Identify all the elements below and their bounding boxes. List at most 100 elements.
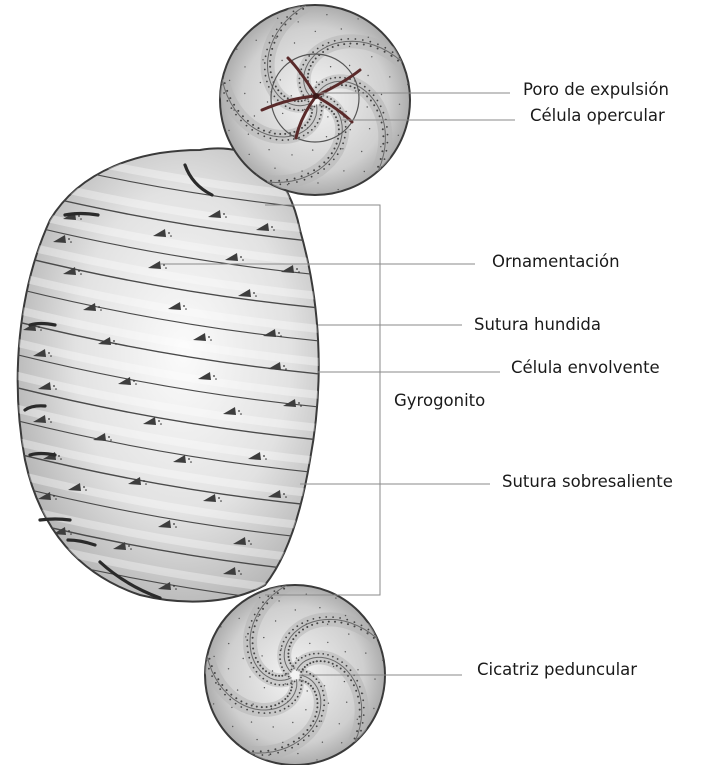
tubercle-dot <box>85 489 87 491</box>
tubercle-dot <box>175 526 177 528</box>
spiral-dot <box>334 101 336 103</box>
spiral-dot <box>219 688 221 690</box>
spiral-dot <box>270 71 272 73</box>
spiral-dot <box>358 702 360 704</box>
tubercle-dot <box>225 216 227 218</box>
spiral-dot <box>283 95 285 97</box>
label-cicatriz-peduncular: Cicatriz peduncular <box>477 662 637 679</box>
tubercle-dot <box>273 229 275 231</box>
spiral-dot <box>382 143 384 145</box>
tubercle-dot <box>98 306 100 308</box>
spiral-dot <box>321 106 323 108</box>
tubercle-dot <box>285 368 287 370</box>
spiral-dot <box>286 16 288 18</box>
spiral-dot <box>369 41 371 43</box>
spiral-dot <box>266 49 268 51</box>
spiral-dot <box>322 690 324 692</box>
spiral-dot <box>289 692 291 694</box>
spiral-dot <box>344 121 346 123</box>
spiral-dot <box>306 729 308 731</box>
spiral-dot <box>381 150 383 152</box>
spiral-dot <box>281 22 283 24</box>
stipple-dot <box>322 742 323 743</box>
spiral-dot <box>317 702 319 704</box>
spiral-dot <box>310 725 312 727</box>
spiral-dot <box>256 706 258 708</box>
spiral-dot <box>287 139 289 141</box>
spiral-dot <box>306 671 308 673</box>
spiral-dot <box>310 108 312 110</box>
spiral-dot <box>301 100 303 102</box>
spiral-dot <box>328 108 330 110</box>
spiral-dot <box>274 683 276 685</box>
tubercle-dot <box>298 271 300 273</box>
stipple-dot <box>327 624 328 625</box>
spiral-dot <box>208 668 210 670</box>
spiral-dot <box>249 627 251 629</box>
stipple-dot <box>228 668 229 669</box>
spiral-dot <box>301 622 303 624</box>
stipple-dot <box>330 66 331 67</box>
spiral-dot <box>327 654 329 656</box>
spiral-dot <box>291 747 293 749</box>
label-ornamentacion: Ornamentación <box>492 254 620 271</box>
spiral-dot <box>362 722 364 724</box>
spiral-dot <box>258 127 260 129</box>
stipple-dot <box>349 46 350 47</box>
stipple-dot <box>273 726 274 727</box>
tubercle-dot <box>48 418 50 420</box>
spiral-dot <box>337 44 339 46</box>
spiral-dot <box>235 697 237 699</box>
spiral-dot <box>273 42 275 44</box>
tubercle-dot <box>143 480 145 482</box>
label-sutura-sobresaliente: Sutura sobresaliente <box>502 474 673 491</box>
stipple-dot <box>268 755 269 756</box>
spiral-dot <box>377 100 379 102</box>
edge-stroke <box>40 519 70 520</box>
spiral-dot <box>272 35 274 37</box>
stipple-dot <box>398 135 399 136</box>
spiral-dot <box>281 675 283 677</box>
spiral-dot <box>281 666 283 668</box>
stipple-dot <box>282 742 283 743</box>
spiral-dot <box>362 39 364 41</box>
spiral-dot <box>269 131 271 133</box>
stipple-dot <box>391 56 392 57</box>
tubercle-dot <box>300 405 302 407</box>
spiral-dot <box>343 43 345 45</box>
spiral-dot <box>306 664 308 666</box>
spiral-dot <box>279 710 281 712</box>
stipple-dot <box>252 703 253 704</box>
stipple-dot <box>289 632 290 633</box>
spiral-dot <box>314 106 316 108</box>
spiral-dot <box>252 642 254 644</box>
spiral-dot <box>287 695 289 697</box>
stipple-dot <box>316 81 317 82</box>
spiral-dot <box>224 694 226 696</box>
spiral-dot <box>287 744 289 746</box>
spiral-dot <box>271 76 273 78</box>
spiral-dot <box>332 656 334 658</box>
spiral-dot <box>328 621 330 623</box>
tubercle-dot <box>80 273 82 275</box>
spiral-dot <box>283 670 285 672</box>
spiral-dot <box>332 46 334 48</box>
tubercle-dot <box>188 458 190 460</box>
spiral-dot <box>247 651 249 653</box>
spiral-dot <box>287 653 289 655</box>
spiral-dot <box>326 96 328 98</box>
spiral-dot <box>312 688 314 690</box>
spiral-dot <box>269 66 271 68</box>
stipple-dot <box>251 721 252 722</box>
stipple-dot <box>326 46 327 47</box>
label-gyrogonito: Gyrogonito <box>394 393 485 410</box>
spiral-dot <box>346 619 348 621</box>
spiral-dot <box>278 702 280 704</box>
spiral-dot <box>334 40 336 42</box>
basal-view-illustration <box>205 584 385 765</box>
expulsion-pore <box>313 93 319 99</box>
spiral-dot <box>302 64 304 66</box>
spiral-dot <box>270 54 272 56</box>
spiral-dot <box>262 601 264 603</box>
spiral-dot <box>361 625 363 627</box>
